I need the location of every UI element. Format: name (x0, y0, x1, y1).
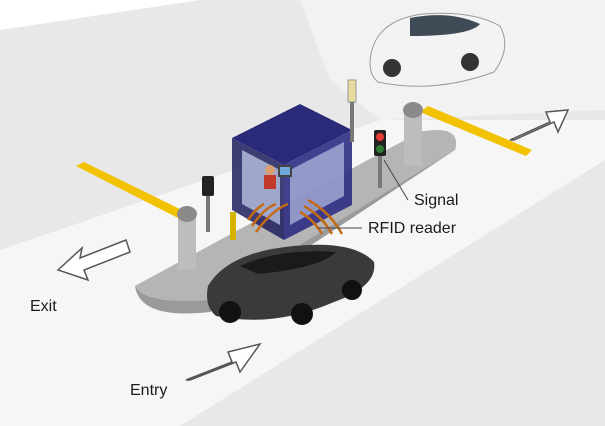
rfid-reader-device (230, 212, 236, 240)
barrier-top (403, 102, 532, 166)
signal-callout-line (383, 159, 409, 201)
rfid-wave-icon (246, 198, 344, 235)
signal-light-booth-icon (347, 79, 357, 142)
dark-car-icon (207, 244, 375, 325)
exit-label: Exit (30, 298, 57, 315)
signal-light-icon (374, 130, 386, 188)
white-car-icon (369, 12, 506, 87)
rfid-reader-label: RFID reader (368, 220, 457, 237)
booth-operator-icon (264, 165, 292, 189)
top-arrow-icon (509, 109, 570, 141)
entry-label: Entry (130, 382, 168, 399)
entry-arrow-icon (185, 342, 262, 381)
exit-arrow-icon (56, 239, 131, 282)
signal-label: Signal (414, 192, 459, 209)
signal-light-exit-icon (202, 176, 214, 232)
barrier-exit (76, 162, 197, 270)
